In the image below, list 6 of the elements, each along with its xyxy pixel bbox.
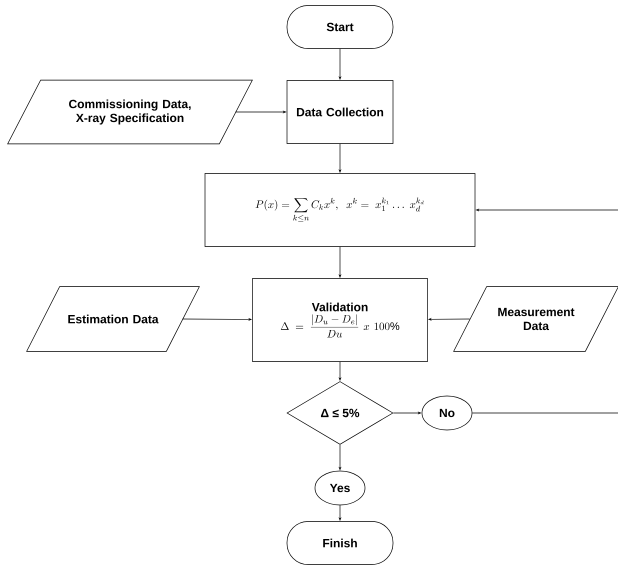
formula-box: $P(x) = \sum_{k\le n} C_k x^k,\ \ x^k =\ x_1^{k_1} \dots\ x_d^{k_d}$ bbox=[204, 173, 476, 247]
data-parallelogram: Measurement Data bbox=[453, 286, 618, 352]
process-box: Data Collection bbox=[286, 80, 394, 144]
process-box: Validation $\Delta = \frac{|D_u - D_e|}{Du}\ x\ 100\%$ bbox=[252, 278, 428, 362]
data-parallelogram: Estimation Data bbox=[26, 286, 200, 352]
data-parallelogram: Commissioning Data, X-ray Specification bbox=[7, 80, 253, 144]
